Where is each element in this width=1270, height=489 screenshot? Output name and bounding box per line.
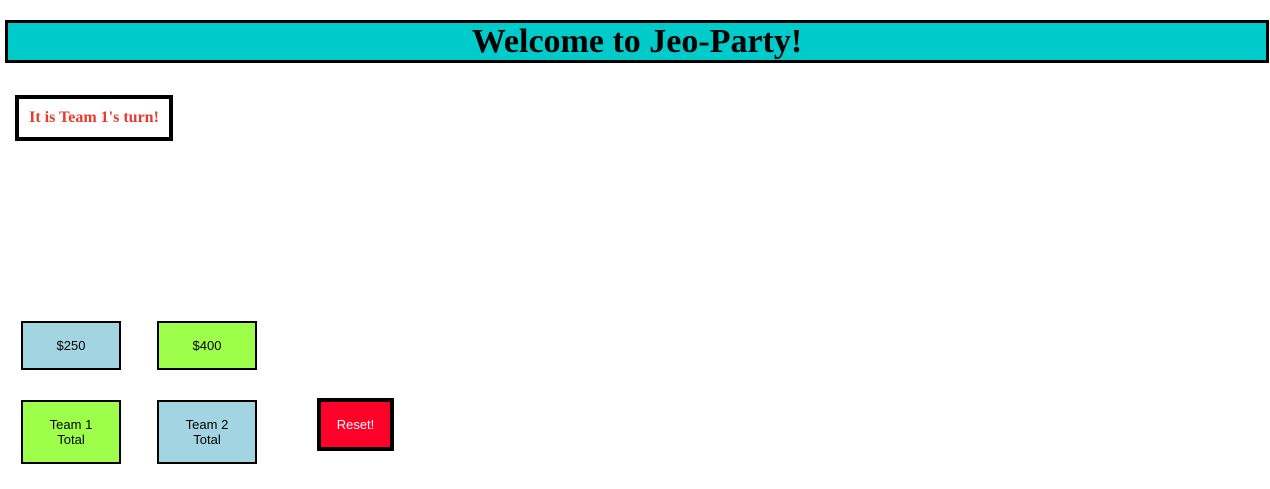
page-title: Welcome to Jeo-Party!: [5, 20, 1269, 63]
turn-indicator: It is Team 1's turn!: [15, 95, 173, 141]
team2-total-label-line1: Team 2: [185, 417, 229, 432]
team2-total-label-line2: Total: [193, 432, 221, 447]
team2-total: Team 2 Total: [157, 400, 257, 464]
team1-score-value: $250: [56, 338, 86, 353]
team2-score-value: $400: [192, 338, 222, 353]
team2-score: $400: [157, 321, 257, 370]
team1-score: $250: [21, 321, 121, 370]
team1-total-label-line1: Team 1: [49, 417, 93, 432]
team1-total-label-line2: Total: [57, 432, 85, 447]
reset-button[interactable]: Reset!: [317, 398, 394, 451]
team1-total: Team 1 Total: [21, 400, 121, 464]
